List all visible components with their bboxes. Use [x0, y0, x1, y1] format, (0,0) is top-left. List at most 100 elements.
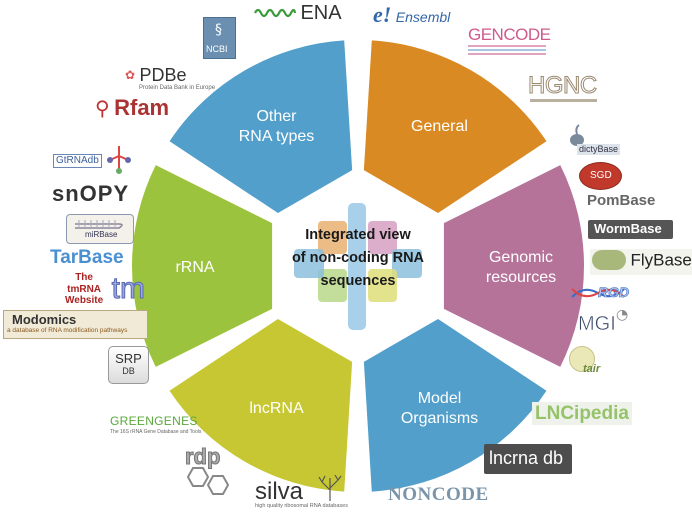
gencode-stripes	[468, 45, 546, 55]
gencode-logo: GENCODE	[468, 26, 551, 58]
srpdb-line-1: SRP	[115, 351, 142, 366]
dictybase-amoeba-icon	[570, 124, 584, 146]
ensembl-logo: e! Ensembl	[373, 2, 451, 27]
modomics-subtitle: a database of RNA modification pathways	[7, 327, 128, 334]
silva-subtitle: high quality ribosomal RNA databases	[255, 503, 348, 509]
noncode-logo: NONCODE	[388, 485, 489, 504]
greengenes-logo: GREENGENES The 16S rRNA Gene Database an…	[110, 413, 201, 435]
rfam-logo: ⚲ Rfam	[95, 97, 169, 119]
dictybase-logo: dictyBase	[563, 124, 629, 158]
center-tile-pink	[368, 221, 397, 254]
center-tile-green	[318, 269, 347, 302]
center-tile-blue-left	[294, 249, 324, 278]
segment-other	[169, 40, 353, 214]
rfam-label: Rfam	[114, 95, 170, 120]
rfam-hairpin-icon: ⚲	[95, 96, 110, 120]
ena-wave-icon	[254, 8, 297, 18]
noncode-label: NONCODE	[388, 484, 489, 505]
tarbase-label: TarBase	[50, 247, 124, 268]
flybase-logo: FlyBase	[590, 249, 692, 275]
rdp-label: rdp	[184, 444, 221, 469]
mgi-mouse-icon: ◔	[616, 307, 629, 323]
segment-rrna	[132, 165, 273, 367]
gtrnadb-label: GtRNAdb	[53, 154, 102, 169]
center-tile-orange	[318, 221, 347, 254]
hgnc-underline	[530, 99, 597, 102]
pombase-logo: PomBase	[587, 193, 655, 209]
gtrnadb-trna-icon	[107, 146, 132, 174]
lncipedia-logo: LNCipedia	[532, 402, 632, 425]
center-tile-yellow	[368, 269, 397, 302]
segment-genomic	[443, 165, 584, 367]
ncbi-label: NCBI	[206, 44, 228, 54]
lncipedia-label: LNCipedia	[535, 403, 629, 424]
segments-layer: GeneralGenomicresourcesModelOrganismslnc…	[132, 40, 584, 492]
modomics-logo: Modomics a database of RNA modification …	[3, 310, 148, 339]
tmrna-text: The tmRNA Website	[65, 272, 103, 307]
silva-logo: silva high quality ribosomal RNA databas…	[255, 474, 348, 510]
greengenes-subtitle: The 16S rRNA Gene Database and Tools	[110, 429, 202, 435]
center-emblem: Integrated view of non-coding RNA sequen…	[292, 203, 425, 330]
pdbe-subtitle: Protein Data Bank in Europe	[139, 85, 216, 91]
wormbase-label: WormBase	[594, 221, 662, 236]
mirbase-label: miRBase	[85, 230, 118, 239]
hgnc-logo: HGNC	[528, 72, 599, 103]
segment-label-general: General	[411, 118, 468, 135]
segment-label-other-1: Other	[256, 108, 297, 125]
greengenes-label: GREENGENES	[110, 414, 198, 428]
mirbase-hairpin-icon	[75, 220, 123, 229]
segment-label-model-2: Organisms	[401, 410, 478, 427]
tmrna-line-1: The	[75, 272, 93, 283]
pdbe-label: PDBe	[139, 65, 187, 85]
segment-label-genomic-1: Genomic	[489, 249, 553, 266]
center-title-line-1: Integrated view	[305, 227, 411, 243]
tmrna-line-3: Website	[65, 295, 104, 306]
segment-lncrna	[169, 318, 353, 492]
segment-label-rrna: rRNA	[175, 259, 214, 276]
rgd-dna-icon	[571, 288, 625, 298]
ena-label: ENA	[300, 2, 342, 24]
center-tile-blue	[392, 249, 422, 278]
tair-leaf-icon	[569, 346, 595, 372]
ensembl-e-mark: e!	[373, 2, 392, 27]
segment-general	[363, 40, 547, 214]
center-vertical-bar	[348, 203, 366, 330]
tmrna-tm-mark: tm	[111, 272, 145, 306]
wormbase-logo: WormBase	[588, 220, 673, 239]
dictybase-label: dictyBase	[577, 144, 621, 155]
mgi-label: MGI	[578, 313, 616, 335]
tair-logo: tair	[569, 346, 605, 382]
tair-label: tair	[583, 363, 601, 375]
sgd-label: SGD	[590, 170, 612, 181]
gtrnadb-logo: GtRNAdb	[53, 144, 132, 174]
tmrna-logo: The tmRNA Website tm	[65, 272, 145, 307]
segment-label-model-1: Model	[418, 390, 462, 407]
ncbi-logo: § NCBI	[203, 17, 236, 59]
pombase-label: PomBase	[587, 192, 656, 209]
mgi-logo: MGI ◔	[578, 308, 628, 335]
silva-tree-icon	[318, 474, 342, 501]
ensembl-label: Ensembl	[395, 9, 451, 25]
rdp-logo: rdp	[184, 444, 235, 496]
ncbi-helix-icon: §	[215, 22, 222, 38]
rgd-logo: RGD	[570, 283, 630, 303]
hgnc-label: HGNC	[528, 72, 598, 99]
rgd-label: RGD	[598, 284, 630, 300]
silva-label: silva	[255, 478, 304, 505]
flybase-fly-icon	[592, 250, 626, 270]
segment-model	[363, 318, 547, 492]
ena-logo: ENA	[254, 2, 342, 24]
pdbe-logo: ✿ PDBe Protein Data Bank in Europe	[125, 66, 215, 91]
segment-label-lncrna: lncRNA	[249, 400, 304, 417]
rdp-hexagon-icon	[186, 467, 230, 495]
center-title-line-3: sequences	[321, 273, 396, 289]
lncrnadb-label: lncrna db	[489, 448, 564, 468]
mirbase-logo: miRBase	[66, 214, 134, 244]
srpdb-logo: SRP DB	[108, 346, 149, 384]
lncrnadb-logo: lncrna db	[484, 444, 572, 474]
snopy-label: snOPY	[52, 181, 130, 206]
tarbase-logo: TarBase	[50, 248, 124, 267]
flybase-label: FlyBase	[630, 250, 692, 270]
